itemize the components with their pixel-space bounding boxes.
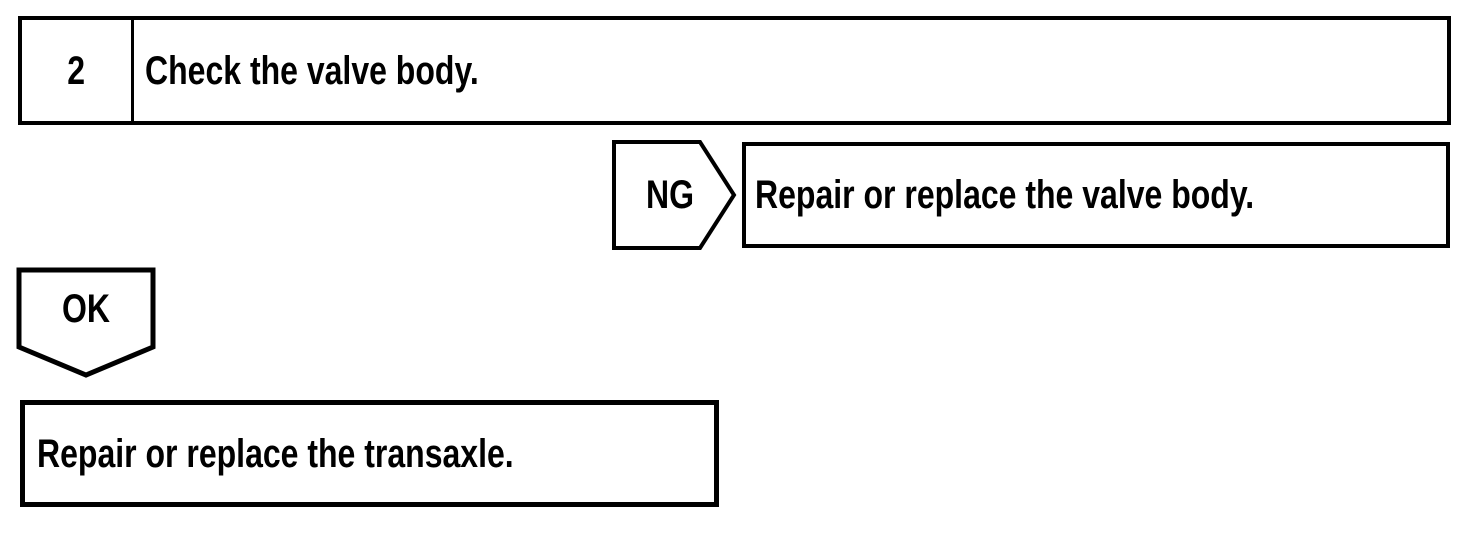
step-instruction-cell: Check the valve body. bbox=[134, 20, 1447, 121]
ok-result-box: Repair or replace the transaxle. bbox=[20, 400, 719, 507]
ok-label: OK bbox=[62, 286, 110, 331]
step-instruction: Check the valve body. bbox=[145, 48, 479, 93]
pentagon-down-icon bbox=[16, 267, 156, 378]
ng-label: NG bbox=[646, 173, 694, 217]
pentagon-right-icon bbox=[612, 140, 737, 250]
step-box: 2 Check the valve body. bbox=[18, 16, 1451, 125]
ng-connector: NG bbox=[612, 140, 737, 250]
ng-result-box: Repair or replace the valve body. bbox=[742, 142, 1450, 248]
ok-connector: OK bbox=[16, 267, 156, 379]
step-number: 2 bbox=[67, 48, 86, 93]
step-number-cell: 2 bbox=[22, 20, 134, 121]
ng-result-text: Repair or replace the valve body. bbox=[755, 173, 1255, 217]
ok-result-text: Repair or replace the transaxle. bbox=[37, 431, 514, 476]
